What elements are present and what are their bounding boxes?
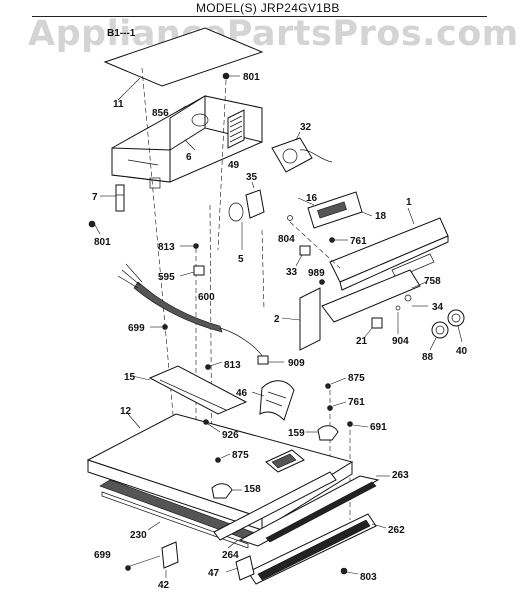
label-595: 595 [158,272,175,283]
part-264-trim [213,471,337,549]
header-rule [32,16,487,17]
label-47: 47 [208,568,220,579]
label-top-partial: B1---1 [107,28,136,39]
part-2-panel-strip [281,287,321,351]
label-159: 159 [288,428,305,439]
screw-926 [203,419,221,433]
knob-88 [429,321,449,351]
label-18: 18 [375,211,387,222]
label-813-lower: 813 [224,360,241,371]
part-16-clock-control [297,191,373,229]
watermark-text: AppliancePartsPros.com [28,14,519,54]
label-262: 262 [388,525,405,536]
label-34: 34 [432,302,444,313]
screw-875-left [215,453,231,463]
label-263: 263 [392,470,409,481]
lower-control-bracket [321,269,428,339]
label-15: 15 [124,372,136,383]
screw-801-left [88,220,101,235]
part-262-grille [247,513,387,585]
label-1: 1 [406,197,412,208]
part-158-clip [211,483,242,499]
label-926: 926 [222,430,239,441]
label-11: 11 [113,99,124,110]
label-40: 40 [456,346,468,357]
label-813-upper: 813 [158,242,175,253]
knob-40 [447,309,465,343]
label-2: 2 [274,314,280,325]
label-600: 600 [198,292,215,303]
label-21: 21 [356,336,368,347]
label-264: 264 [222,550,239,561]
label-33: 33 [286,267,298,278]
label-5: 5 [238,254,244,265]
screw-875-right [325,377,347,389]
part-49-vent-grille [227,109,245,149]
part-159-clip [306,425,339,441]
part-labels: B1---1 11 801 856 32 6 49 7 801 35 16 18… [92,28,468,591]
part-42-bracket [161,541,179,578]
label-803: 803 [360,572,377,583]
label-989: 989 [308,268,325,279]
screw-801-upper [222,72,240,80]
label-6: 6 [186,152,192,163]
label-875-right: 875 [348,373,365,384]
screw-761-upper [329,237,348,243]
screw-699-upper [150,324,168,330]
label-761-lower: 761 [348,397,365,408]
screw-813-lower [205,361,223,370]
part-7-bracket [100,184,125,212]
part-600-wire-harness [117,263,284,365]
part-263-rail [238,475,390,547]
label-691: 691 [370,422,387,433]
label-758: 758 [424,276,441,287]
screw-804 [287,215,293,221]
screw-699-lower [125,555,161,571]
part-47-trim-end [225,555,255,581]
label-699-lower: 699 [94,550,111,561]
part-46-shield [251,380,295,421]
label-49: 49 [228,160,240,171]
part-35-thermostat [228,181,265,250]
screw-989 [319,279,325,285]
label-46: 46 [236,388,248,399]
element-block [265,449,305,473]
label-761-upper: 761 [350,236,367,247]
label-230: 230 [130,530,147,541]
label-801-upper: 801 [243,72,260,83]
label-856: 856 [152,108,169,119]
label-804: 804 [278,234,295,245]
screw-761-lower [327,401,347,411]
screw-803 [340,567,359,575]
screw-691 [347,421,369,428]
part-32-switch [271,131,333,173]
label-158: 158 [244,484,261,495]
label-7: 7 [92,192,98,203]
clamp-595 [179,265,205,277]
part-15-bracket [131,365,248,415]
model-header: MODEL(S) JRP24GV1BB [196,1,340,15]
screw-813-upper [180,243,199,249]
label-699-upper: 699 [128,323,145,334]
label-875-left: 875 [232,450,249,461]
part-33-clip [295,245,311,267]
label-16: 16 [306,193,318,204]
label-35: 35 [246,172,258,183]
label-801-left: 801 [94,237,111,248]
part-1-control-panel [329,207,449,291]
label-909: 909 [288,358,305,369]
label-42: 42 [158,580,170,591]
label-32: 32 [300,122,312,133]
label-904: 904 [392,336,409,347]
label-88: 88 [422,352,434,363]
label-12: 12 [120,406,132,417]
